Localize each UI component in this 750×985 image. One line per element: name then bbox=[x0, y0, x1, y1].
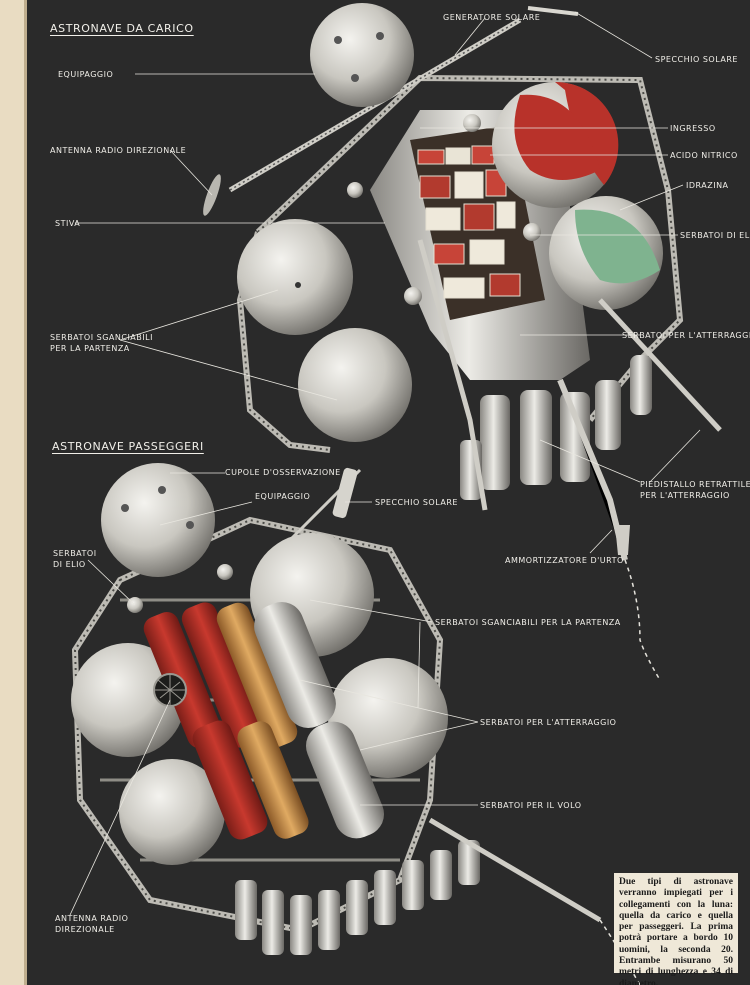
label-serbatoi-elio-passeggeri-2: DI ELIO bbox=[53, 560, 86, 569]
label-serbatoi-sganciabili-cargo-2: PER LA PARTENZA bbox=[50, 344, 130, 353]
label-piedistallo-2: PER L'ATTERRAGGIO bbox=[640, 491, 730, 500]
label-serbatoi-atterraggio-cargo: SERBATOI PER L'ATTERRAGGIO bbox=[622, 331, 750, 340]
page-margin bbox=[0, 0, 27, 985]
passenger-ship-title: ASTRONAVE PASSEGGERI bbox=[52, 440, 204, 453]
label-serbatoi-atterraggio-passeggeri: SERBATOI PER L'ATTERRAGGIO bbox=[480, 718, 617, 727]
label-antenna-radio-cargo: ANTENNA RADIO DIREZIONALE bbox=[50, 146, 187, 155]
label-serbatoi-elio-cargo: SERBATOI DI ELIO bbox=[680, 231, 750, 240]
caption-box: Due tipi di astronave verranno impiegati… bbox=[614, 873, 738, 985]
passenger-ship bbox=[71, 463, 641, 985]
label-generatore-solare: GENERATORE SOLARE bbox=[443, 13, 541, 22]
label-serbatoi-elio-passeggeri-1: SERBATOI bbox=[53, 549, 97, 558]
cargo-ship bbox=[203, 3, 722, 681]
label-serbatoi-sganciabili-cargo-1: SERBATOI SGANCIABILI bbox=[50, 333, 153, 342]
label-specchio-solare-cargo: SPECCHIO SOLARE bbox=[655, 55, 738, 64]
label-stiva: STIVA bbox=[55, 219, 81, 228]
label-cupole-osservazione: CUPOLE D'OSSERVAZIONE bbox=[225, 468, 341, 477]
label-ingresso: INGRESSO bbox=[670, 124, 716, 133]
label-equipaggio-passeggeri: EQUIPAGGIO bbox=[255, 492, 311, 501]
label-piedistallo-1: PIEDISTALLO RETRATTILE bbox=[640, 480, 750, 489]
label-specchio-solare-passeggeri: SPECCHIO SOLARE bbox=[375, 498, 458, 507]
label-serbatoi-sganciabili-passeggeri: SERBATOI SGANCIABILI PER LA PARTENZA bbox=[435, 618, 621, 627]
label-ammortizzatore: AMMORTIZZATORE D'URTO bbox=[505, 556, 624, 565]
label-antenna-radio-passeggeri-2: DIREZIONALE bbox=[55, 925, 115, 934]
spaceship-illustration bbox=[69, 3, 722, 985]
label-serbatoi-volo: SERBATOI PER IL VOLO bbox=[480, 801, 582, 810]
leader-lines bbox=[69, 11, 701, 916]
label-equipaggio-cargo: EQUIPAGGIO bbox=[58, 70, 114, 79]
label-antenna-radio-passeggeri-1: ANTENNA RADIO bbox=[55, 914, 129, 923]
cargo-ship-title: ASTRONAVE DA CARICO bbox=[50, 22, 194, 35]
label-idrazina: IDRAZINA bbox=[686, 181, 729, 190]
label-acido-nitrico: ACIDO NITRICO bbox=[670, 151, 738, 160]
